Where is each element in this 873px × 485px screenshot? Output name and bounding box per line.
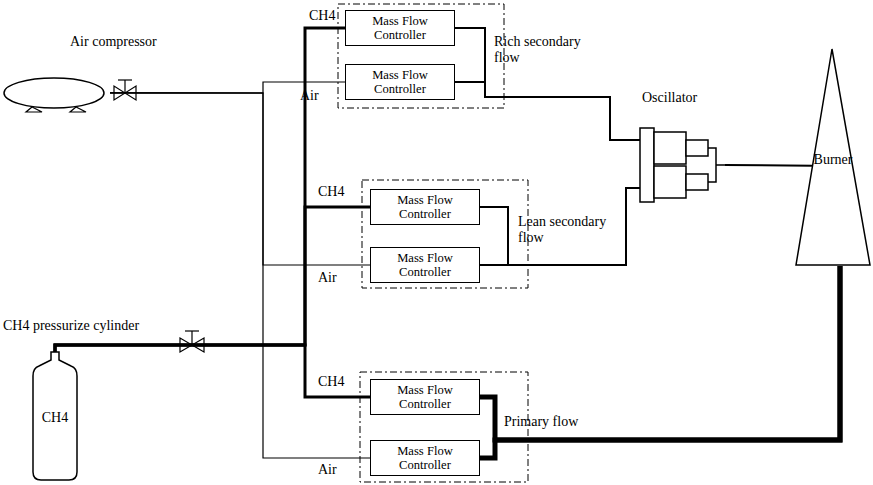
flow-line	[110, 93, 370, 265]
box-label: Mass Flow Controller	[350, 68, 450, 97]
node-mfc: Mass Flow Controller	[370, 189, 480, 225]
flow-label: Air	[318, 462, 337, 478]
node-cyl: CH4 pressurize cylinderCH4	[33, 352, 77, 480]
flow-line	[455, 28, 640, 140]
heading-label: CH4 pressurize cylinder	[3, 318, 139, 334]
oscillator-body	[640, 128, 654, 202]
compressor-tank	[4, 78, 104, 108]
oscillator-body	[654, 166, 686, 198]
group-outline	[362, 180, 528, 288]
flow-line	[480, 266, 840, 458]
node-mfc: Mass Flow Controller	[370, 247, 480, 283]
oscillator-body	[686, 140, 708, 156]
oscillator-body	[654, 132, 686, 164]
flow-label: Lean secondary flow	[518, 214, 618, 246]
node-comp: Air compressor	[2, 76, 110, 112]
flow-line	[480, 266, 840, 440]
shape-outline	[640, 128, 725, 202]
ch4-valve	[180, 331, 204, 352]
flow-line	[55, 28, 345, 352]
flow-line	[110, 93, 370, 458]
group-outline	[338, 4, 504, 108]
flow-label: CH4	[318, 184, 344, 200]
flow-label: CH4	[318, 374, 344, 390]
cylinder-body	[33, 352, 77, 480]
box-label: Mass Flow Controller	[350, 14, 450, 43]
node-mfc: Mass Flow Controller	[345, 10, 455, 46]
burner-label: Burner	[795, 152, 871, 168]
flow-line	[55, 345, 370, 397]
box-label: Mass Flow Controller	[375, 383, 475, 412]
compressor-feet	[26, 107, 86, 112]
flow-label: CH4	[309, 8, 335, 24]
node-mfc: Mass Flow Controller	[370, 440, 480, 476]
box-label: Mass Flow Controller	[375, 251, 475, 280]
burner-outline	[796, 49, 870, 265]
box-label: Mass Flow Controller	[375, 444, 475, 473]
node-burner: Burner	[795, 48, 871, 266]
flow-label: Rich secondary flow	[494, 34, 594, 66]
heading-label: Oscillator	[642, 90, 697, 106]
node-osc: Oscillator	[640, 128, 725, 202]
oscillator-body	[686, 174, 708, 190]
flow-label: Air	[318, 270, 337, 286]
air-valve	[114, 80, 136, 100]
flow-label: Air	[300, 88, 319, 104]
group-outline	[360, 372, 528, 482]
flow-line	[455, 82, 640, 140]
flow-line	[480, 188, 640, 265]
oscillator-outlet	[708, 148, 725, 182]
cylinder-label: CH4	[33, 410, 77, 426]
flow-label: Primary flow	[504, 414, 578, 430]
box-label: Mass Flow Controller	[375, 193, 475, 222]
flow-line	[725, 164, 813, 167]
node-mfc: Mass Flow Controller	[345, 64, 455, 100]
heading-label: Air compressor	[70, 34, 157, 50]
node-mfc: Mass Flow Controller	[370, 379, 480, 415]
shape-outline	[2, 76, 110, 112]
flow-line	[480, 188, 640, 265]
